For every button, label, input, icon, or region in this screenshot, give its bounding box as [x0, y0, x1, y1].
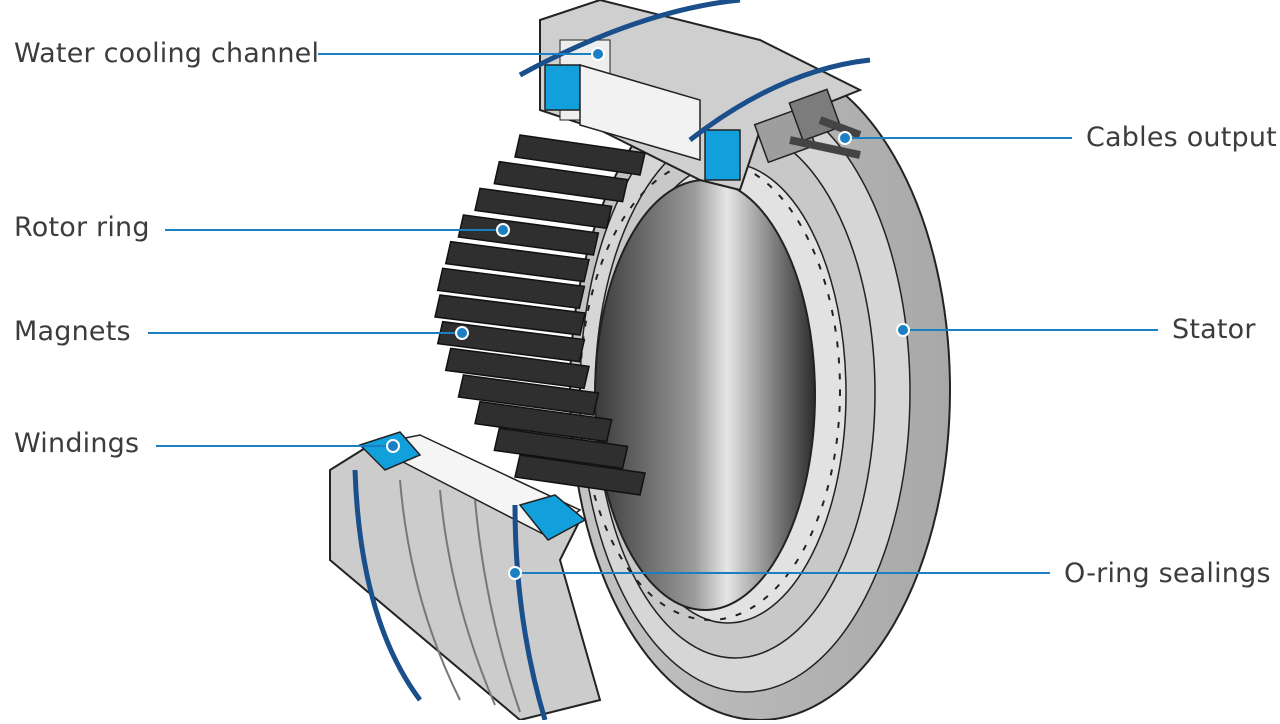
label-o-ring-sealings: O-ring sealings	[1064, 558, 1271, 589]
anchor-dot-stator	[896, 323, 910, 337]
magnet-bar	[493, 427, 629, 470]
label-magnets: Magnets	[14, 316, 131, 347]
label-windings: Windings	[14, 428, 140, 459]
magnet-bar	[436, 320, 586, 363]
anchor-dot-cables-output	[838, 131, 852, 145]
magnet-bar	[457, 374, 600, 416]
cable-glands	[753, 88, 862, 164]
label-water-cooling-channel: Water cooling channel	[14, 38, 320, 69]
label-rotor-ring: Rotor ring	[14, 212, 150, 243]
anchor-dot-magnets	[455, 326, 469, 340]
callout-leaders	[148, 47, 1158, 580]
magnet-bar	[474, 400, 613, 443]
label-cables-output: Cables output	[1086, 122, 1277, 153]
magnet-bar	[434, 294, 586, 336]
magnet-bar	[514, 454, 646, 496]
magnet-bar	[444, 240, 590, 283]
anchor-dot-rotor-ring	[496, 223, 510, 237]
magnet-bar	[444, 347, 590, 390]
magnet-bar	[474, 187, 613, 230]
magnet-bar	[493, 160, 629, 203]
bottom-cutaway-section	[329, 431, 602, 722]
magnet-bar	[436, 267, 586, 310]
magnet-bar	[514, 134, 646, 176]
anchor-dot-water-cooling-channel	[591, 47, 605, 61]
magnet-bars	[434, 134, 646, 496]
anchor-dot-windings	[386, 439, 400, 453]
anchor-dot-o-ring-sealings	[508, 566, 522, 580]
label-stator: Stator	[1172, 314, 1256, 345]
top-cutaway-section	[518, 0, 871, 192]
